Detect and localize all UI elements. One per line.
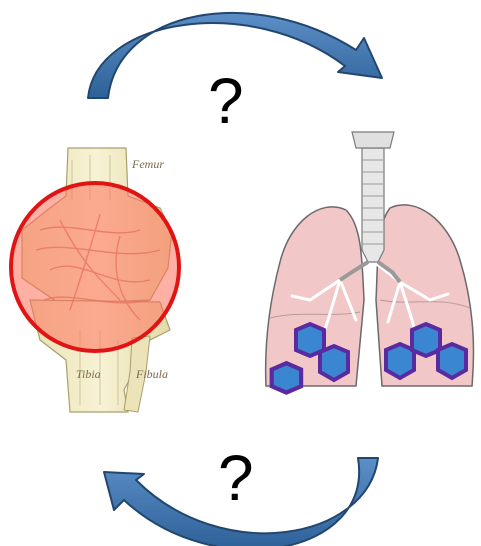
tibia-label: Tibia — [76, 367, 101, 381]
hexagon-icon — [386, 344, 414, 378]
top-question-mark: ? — [208, 65, 244, 137]
knee-highlight-circle — [11, 183, 179, 351]
knee-joint-icon: Femur Tibia Fibula — [11, 148, 179, 412]
fibula-label: Fibula — [135, 367, 168, 381]
bottom-question-mark: ? — [218, 442, 254, 514]
hexagon-icon — [412, 324, 440, 356]
hexagon-icon — [438, 344, 466, 378]
femur-label: Femur — [131, 157, 164, 171]
hexagon-icon — [320, 346, 348, 380]
hexagon-icon — [272, 363, 301, 392]
